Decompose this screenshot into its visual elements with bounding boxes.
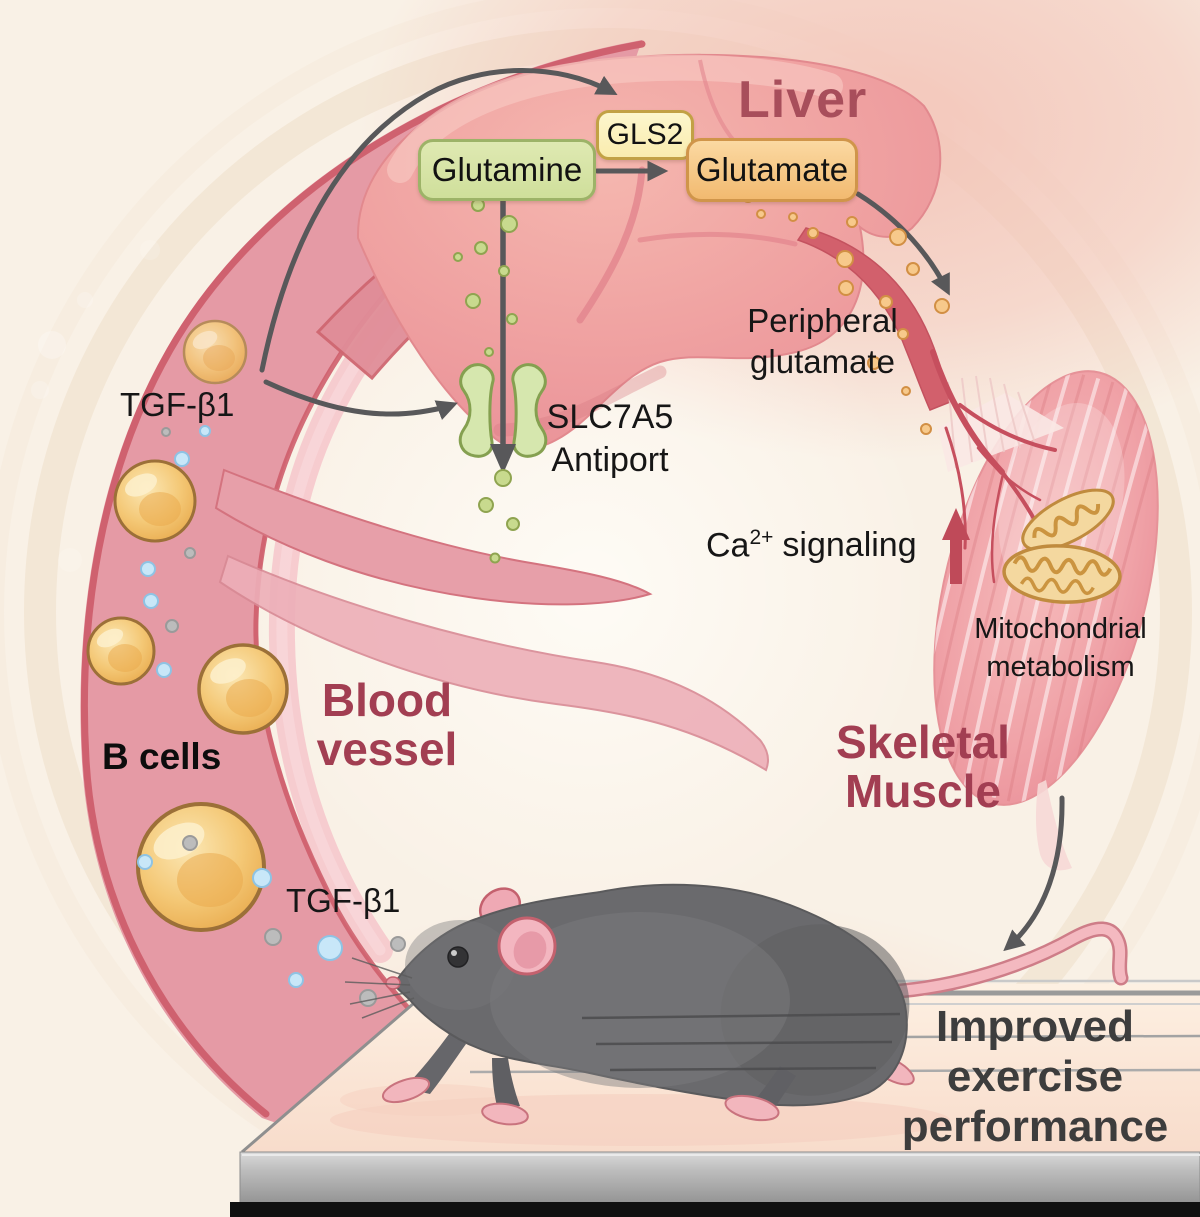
liver-title: Liver [738, 71, 868, 129]
improved-line: Improved [935, 1002, 1135, 1051]
slc7a5-line: SLC7A5 [546, 398, 674, 436]
ca-rest: signaling [782, 526, 917, 565]
flow-arrows [259, 68, 1065, 952]
mouse-illustration [344, 883, 1129, 1126]
mitochondrial-metabolism-label: Mitochondrial metabolism [928, 610, 1193, 686]
gls2-box-label: GLS2 [606, 118, 684, 151]
b-cell [113, 459, 197, 543]
antiport-line: Antiport [551, 441, 669, 479]
b-cell [182, 319, 248, 385]
b-cell [86, 616, 156, 686]
blood-vessel-title: Blood vessel [260, 676, 514, 774]
improved-exercise-performance-label: Improved exercise performance [872, 1002, 1198, 1152]
slc7a5-channel-icon [458, 363, 548, 458]
mitochondria-icon [1002, 488, 1122, 604]
mouse-nose [385, 976, 401, 990]
gls2-box: GLS2 [596, 110, 694, 160]
up-arrow-icon [942, 508, 970, 584]
arrow-tgfb1-to-slc7a5-icon [263, 379, 458, 420]
skeletal-muscle-title: Skeletal Muscle [796, 718, 1050, 816]
skeletal-muscle-illustration [904, 349, 1173, 871]
muscle-line: Muscle [845, 765, 1001, 817]
glutamine-box: Glutamine [418, 139, 596, 201]
tgfb1-label-upper: TGF-β1 [120, 386, 235, 423]
peripheral-glutamate-label: Peripheral glutamate [700, 300, 945, 382]
b-cell [136, 802, 266, 932]
glutamine-box-label: Glutamine [431, 151, 583, 188]
arrow-liver-to-muscle-icon [855, 191, 950, 296]
ca-signaling-label: Ca2+ signaling [706, 526, 917, 565]
glutamate-dots [742, 191, 950, 435]
mouse-eye [447, 946, 469, 968]
exercise-line: exercise [946, 1052, 1124, 1101]
arrow-tgfb1-to-gls2-icon [259, 68, 618, 373]
ca-base: Ca [706, 526, 750, 565]
glutamine-dots [453, 198, 520, 564]
metabolism-line: metabolism [986, 651, 1135, 683]
speed-lines [581, 1012, 901, 1072]
tgfb1-label-lower: TGF-β1 [286, 882, 401, 919]
skeletal-line: Skeletal [836, 716, 1010, 768]
peripheral-line: Peripheral [747, 302, 898, 339]
blood-line: Blood [321, 674, 453, 726]
tgfb1-dots [137, 425, 406, 1007]
mitochondrial-line: Mitochondrial [974, 613, 1147, 645]
vessel-line: vessel [316, 723, 458, 775]
glutamate-line: glutamate [750, 343, 895, 380]
b-cells-label: B cells [102, 736, 222, 777]
b-cell [197, 643, 289, 735]
treadmill-frame [230, 1151, 1200, 1217]
mouse-whiskers [344, 957, 415, 1019]
glutamate-box-label: Glutamate [695, 151, 849, 188]
ca-superscript: 2+ [749, 526, 774, 549]
arrow-muscle-to-treadmill-icon [1003, 795, 1065, 952]
liver-to-muscle-vessel [796, 227, 951, 411]
glutamate-box: Glutamate [686, 138, 858, 202]
b-cell-illustrations [86, 319, 289, 932]
slc7a5-antiport-label: SLC7A5 Antiport [504, 396, 716, 482]
performance-line: performance [901, 1102, 1169, 1151]
